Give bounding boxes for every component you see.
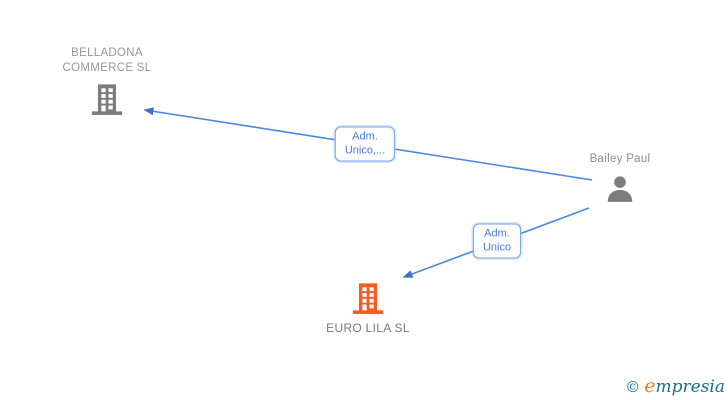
node-label-bailey-paul: Bailey Paul	[589, 153, 651, 165]
person-icon	[607, 176, 633, 202]
edge-label-line2: Unico,...	[344, 144, 386, 157]
empresia-brand-initial: e	[644, 375, 656, 397]
node-label-belladona: BELLADONA COMMERCE SL	[62, 47, 152, 74]
node-label-euro-lila: EURO LILA SL	[326, 321, 410, 335]
node-bailey-paul[interactable]: Bailey Paul	[570, 152, 670, 204]
edge-label-adm-unico-belladona: Adm. Unico,...	[334, 126, 396, 162]
copyright-icon: ©	[625, 378, 641, 396]
edge-label-line1: Adm.	[484, 227, 510, 240]
node-euro-lila[interactable]: EURO LILA SL	[308, 280, 428, 336]
edge-label-line2: Unico	[482, 241, 512, 254]
building-icon	[91, 84, 123, 115]
edge-label-adm-unico-eurolila: Adm. Unico	[472, 223, 522, 259]
building-icon	[352, 283, 384, 314]
edge-label-line1: Adm.	[352, 130, 378, 143]
node-belladona-commerce[interactable]: BELLADONA COMMERCE SL	[61, 46, 153, 117]
empresia-watermark: ©empresia	[625, 375, 725, 397]
empresia-brand-text: mpresia	[655, 377, 726, 397]
